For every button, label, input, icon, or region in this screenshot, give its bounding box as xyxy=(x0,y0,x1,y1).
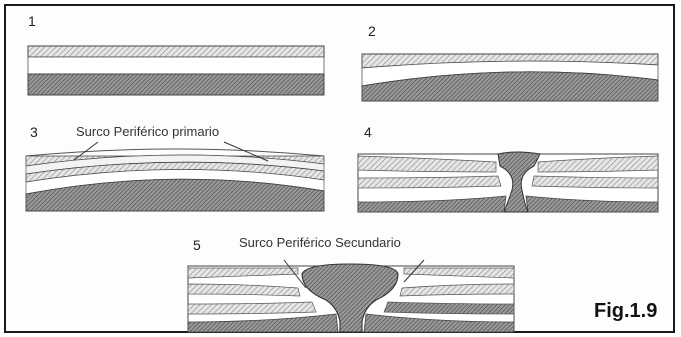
panel-1-number: 1 xyxy=(28,14,36,28)
secondary-furrow-label: Surco Periférico Secundario xyxy=(239,236,401,250)
figure-frame: 1 2 3 4 5 Surco Periférico primario Surc… xyxy=(4,4,675,333)
primary-furrow-label: Surco Periférico primario xyxy=(76,125,219,139)
panel-5-diagram xyxy=(188,260,514,332)
diagram-artwork xyxy=(6,6,677,335)
panel-2-number: 2 xyxy=(368,24,376,38)
panel-2-diagram xyxy=(362,54,658,101)
panel-5-number: 5 xyxy=(193,238,201,252)
panel-4-diagram xyxy=(358,152,658,212)
panel-1-diagram xyxy=(28,46,324,95)
panel-4-number: 4 xyxy=(364,125,372,139)
panel-3-diagram xyxy=(26,142,324,211)
figure-label: Fig.1.9 xyxy=(594,301,657,321)
panel-3-number: 3 xyxy=(30,125,38,139)
